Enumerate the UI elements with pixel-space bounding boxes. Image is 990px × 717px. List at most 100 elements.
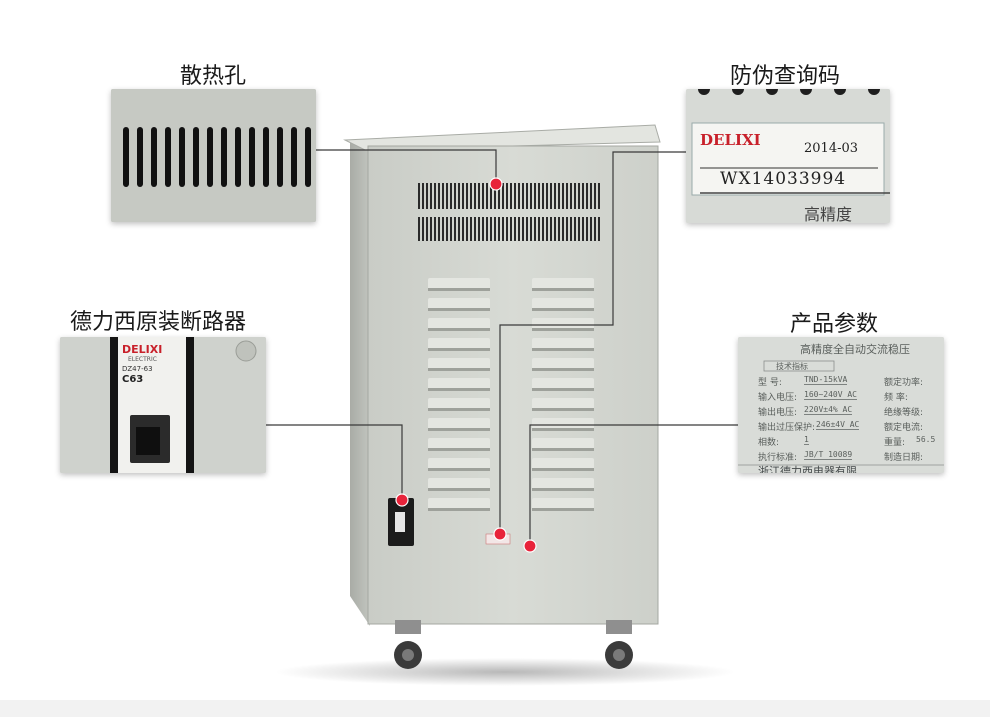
vent-closeup-slit — [151, 127, 157, 187]
vent-slit — [550, 217, 552, 241]
louver-shadow — [428, 508, 490, 511]
louver-shadow — [532, 408, 594, 411]
callout-label-params: 产品参数 — [790, 312, 879, 337]
vent-slit — [450, 217, 452, 241]
louver — [428, 478, 490, 490]
louver-shadow — [428, 428, 490, 431]
vent-slit — [562, 183, 564, 209]
vent-closeup-slit — [291, 127, 297, 187]
floor-strip — [0, 700, 990, 717]
left-caster — [394, 620, 422, 669]
vent-slit — [494, 217, 496, 241]
louver — [428, 338, 490, 350]
louver — [428, 418, 490, 430]
params-row-key: 输出电压: — [758, 408, 798, 418]
vent-slit — [578, 183, 580, 209]
louver-shadow — [532, 388, 594, 391]
callout-line-vents — [316, 149, 497, 182]
louver — [532, 478, 594, 490]
cabinet-breaker-switch — [395, 512, 405, 532]
vent-slit — [526, 217, 528, 241]
vent-slit — [590, 183, 592, 209]
louver — [532, 278, 594, 290]
vent-slit — [598, 183, 600, 209]
vent-slit — [538, 217, 540, 241]
vent-slit — [478, 183, 480, 209]
params-footer: 浙江德力西电器有限 — [758, 465, 857, 473]
vent-slit — [510, 217, 512, 241]
callout-label-code: 防伪查询码 — [730, 64, 841, 89]
params-row-value: JB/T 10089 — [804, 450, 853, 460]
vent-slit — [482, 217, 484, 241]
params-row-key: 相数: — [758, 438, 780, 448]
callout-dot-vents — [489, 177, 503, 191]
louver — [428, 358, 490, 370]
vent-slit — [526, 183, 528, 209]
louver-shadow — [532, 488, 594, 491]
vent-slit — [530, 183, 532, 209]
vent-slit — [594, 183, 596, 209]
params-row-value: 246±4V AC — [816, 420, 860, 430]
vent-slit — [418, 217, 420, 241]
vent-slit — [502, 183, 504, 209]
vent-slit — [510, 183, 512, 209]
louver-shadow — [532, 428, 594, 431]
params-row-value: 160~240V AC — [804, 390, 857, 400]
params-row-value2: 56.5 — [916, 435, 936, 444]
vent-slit — [446, 217, 448, 241]
vent-slit — [490, 217, 492, 241]
louver-shadow — [532, 288, 594, 291]
louver-shadow — [532, 448, 594, 451]
callout-lines — [266, 149, 738, 545]
vent-slit — [490, 183, 492, 209]
vent-slit — [462, 183, 464, 209]
vent-slit — [458, 183, 460, 209]
callout-label-breaker: 德力西原装断路器 — [70, 310, 247, 335]
vent-slit — [426, 183, 428, 209]
louver-shadow — [428, 288, 490, 291]
vent-slit — [442, 183, 444, 209]
vents-closeup-image — [111, 89, 316, 222]
vent-slit — [554, 183, 556, 209]
params-subtitle: 技术指标 — [776, 362, 808, 371]
vent-slit — [466, 183, 468, 209]
params-row-key2: 额定电流: — [884, 423, 924, 433]
vent-slit — [494, 183, 496, 209]
params-row-value: 220V±4% AC — [804, 405, 853, 415]
params-row-key2: 重量: — [884, 438, 906, 448]
params-row-key: 输入电压: — [758, 393, 798, 403]
vent-slit — [522, 183, 524, 209]
louver-shadow — [532, 508, 594, 511]
louver-shadow — [532, 328, 594, 331]
louver-shadow — [428, 488, 490, 491]
louver-shadow — [428, 368, 490, 371]
vent-slit — [506, 183, 508, 209]
vent-slit — [438, 217, 440, 241]
louver — [428, 398, 490, 410]
vent-slit — [538, 183, 540, 209]
louver — [532, 378, 594, 390]
vent-slit — [486, 217, 488, 241]
louver — [532, 338, 594, 350]
cabinet-front — [367, 145, 659, 625]
vent-closeup-slit — [305, 127, 311, 187]
vent-slit — [554, 217, 556, 241]
vent-slit — [434, 183, 436, 209]
params-row-key: 执行标准: — [758, 453, 798, 463]
vent-slit — [530, 217, 532, 241]
vent-slit — [474, 183, 476, 209]
code-closeup-panel: DELIXI 2014-03 WX14033994 高精度 — [686, 89, 890, 223]
louver — [428, 498, 490, 510]
vent-slit — [558, 217, 560, 241]
callout-label-vents: 散热孔 — [180, 64, 247, 89]
louver-shadow — [428, 348, 490, 351]
vent-slit — [590, 217, 592, 241]
top-vent-grill — [418, 183, 600, 209]
vent-slit — [586, 217, 588, 241]
vent-slit — [506, 217, 508, 241]
breaker-model: DZ47-63 — [122, 365, 153, 373]
louver-shadow — [428, 448, 490, 451]
vent-closeup-slit — [277, 127, 283, 187]
vent-slit — [458, 217, 460, 241]
vent-closeup-slit — [249, 127, 255, 187]
